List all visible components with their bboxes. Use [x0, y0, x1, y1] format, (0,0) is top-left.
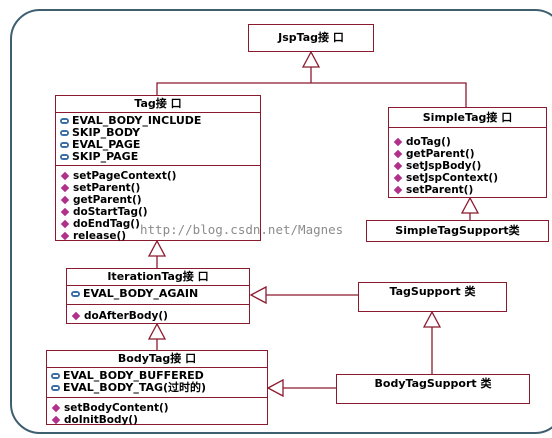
blog-watermark: http://blog.csdn.net/Magnes — [140, 222, 344, 237]
method-icon — [393, 173, 403, 183]
simpletag-method: getParent() — [393, 148, 546, 160]
tag-method: doStartTag() — [60, 206, 260, 218]
method-icon — [60, 195, 70, 205]
jsptag-interface-box: JspTag接 口 — [248, 24, 374, 52]
iterationtag-arrowhead — [147, 322, 167, 340]
bodytag-title: BodyTag接 口 — [47, 351, 267, 368]
simpletag-method: setJspBody() — [393, 160, 546, 172]
constant-icon — [60, 153, 70, 162]
simpletag-method: doTag() — [393, 136, 546, 148]
constant-icon — [60, 129, 70, 138]
jsptag-title: JspTag接 口 — [278, 31, 344, 44]
bodytag-method: doInitBody() — [51, 414, 267, 426]
method-icon — [60, 183, 70, 193]
simpletagsupport-title: SimpleTagSupport类 — [395, 224, 520, 237]
method-icon — [60, 231, 70, 241]
method-icon — [51, 415, 61, 425]
method-icon — [393, 161, 403, 171]
tagsupport-title: TagSupport 类 — [389, 285, 476, 298]
bodytag-arrowhead — [266, 378, 284, 398]
iterationtag-interface-box: IterationTag接 口 EVAL_BODY_AGAIN doAfterB… — [66, 268, 250, 324]
tag-title: Tag接 口 — [56, 96, 260, 113]
method-icon — [393, 137, 403, 147]
iterationtag-methods: doAfterBody() — [67, 305, 249, 324]
method-icon — [60, 219, 70, 229]
tag-constants: EVAL_BODY_INCLUDE SKIP_BODY EVAL_PAGE SK… — [56, 113, 260, 166]
simpletag-title: SimpleTag接 口 — [389, 108, 546, 128]
method-icon — [60, 207, 70, 217]
iterationtag-method: doAfterBody() — [71, 310, 249, 322]
tagsupport-class-box: TagSupport 类 — [358, 282, 507, 312]
tag-methods: setPageContext() setParent() getParent()… — [56, 166, 260, 244]
tag-method: setPageContext() — [60, 170, 260, 182]
tag-interface-box: Tag接 口 EVAL_BODY_INCLUDE SKIP_BODY EVAL_… — [55, 95, 261, 244]
method-icon — [71, 311, 81, 321]
tag-method: doEndTag() — [60, 218, 260, 230]
iterationtag-constants: EVAL_BODY_AGAIN — [67, 286, 249, 305]
bodytagsupport-class-box: BodyTagSupport 类 — [336, 374, 530, 404]
constant-icon — [51, 372, 61, 381]
diagram-frame — [10, 9, 552, 434]
simpletag-interface-box: SimpleTag接 口 doTag() getParent() setJspB… — [388, 107, 547, 198]
jsptag-arrowhead — [301, 50, 321, 68]
tagsupport-arrowhead — [422, 310, 442, 328]
method-icon — [60, 171, 70, 181]
method-icon — [51, 403, 61, 413]
bodytag-interface-box: BodyTag接 口 EVAL_BODY_BUFFERED EVAL_BODY_… — [46, 350, 268, 428]
bodytag-methods: setBodyContent() doInitBody() — [47, 398, 267, 428]
method-icon — [393, 185, 403, 195]
simpletag-method: setParent() — [393, 184, 546, 196]
constant-icon — [60, 141, 70, 150]
tag-arrowhead — [147, 239, 167, 257]
bodytag-constants: EVAL_BODY_BUFFERED EVAL_BODY_TAG(过时的) — [47, 368, 267, 398]
simpletag-method: setJspContext() — [393, 172, 546, 184]
bodytag-constant: EVAL_BODY_BUFFERED — [51, 370, 267, 382]
bodytagsupport-title: BodyTagSupport 类 — [374, 377, 492, 390]
constant-icon — [51, 384, 61, 393]
tag-constant: SKIP_BODY — [60, 127, 260, 139]
tag-method: getParent() — [60, 194, 260, 206]
iterationtag-side-arrowhead — [249, 285, 267, 305]
bodytag-method: setBodyContent() — [51, 402, 267, 414]
simpletagsupport-class-box: SimpleTagSupport类 — [366, 220, 549, 242]
bodytag-constant: EVAL_BODY_TAG(过时的) — [51, 382, 267, 394]
tag-method: setParent() — [60, 182, 260, 194]
iterationtag-constant: EVAL_BODY_AGAIN — [71, 288, 249, 300]
tag-constant: EVAL_PAGE — [60, 139, 260, 151]
method-icon — [393, 149, 403, 159]
tag-constant: EVAL_BODY_INCLUDE — [60, 115, 260, 127]
tag-constant: SKIP_PAGE — [60, 151, 260, 163]
constant-icon — [60, 117, 70, 126]
simpletag-arrowhead — [460, 196, 480, 214]
tag-method: release() — [60, 230, 260, 242]
simpletag-methods: doTag() getParent() setJspBody() setJspC… — [389, 128, 546, 198]
constant-icon — [71, 290, 81, 299]
iterationtag-title: IterationTag接 口 — [67, 269, 249, 286]
